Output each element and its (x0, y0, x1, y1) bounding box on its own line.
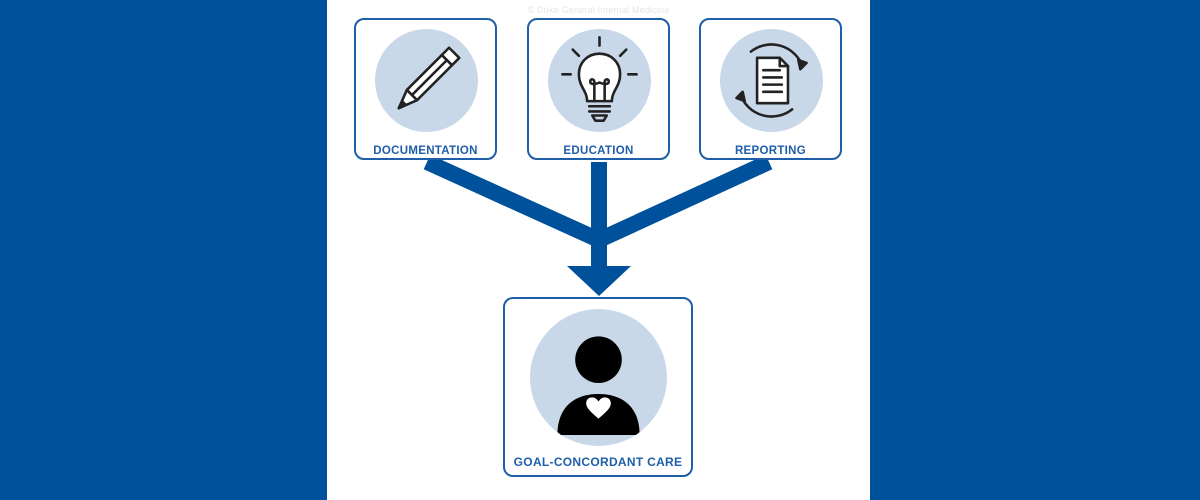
copyright-watermark: © Duke General Internal Medicine (527, 5, 670, 15)
arrowhead (567, 266, 631, 296)
reporting-label: REPORTING (734, 145, 807, 157)
arrow-from-documentation (423, 154, 603, 248)
diagram-canvas: © Duke General Internal Medicine DOCUMEN… (327, 0, 870, 500)
reporting-node: REPORTING (699, 18, 842, 160)
education-icon-circle (548, 29, 651, 132)
arrow-from-reporting (595, 154, 773, 248)
education-node: EDUCATION (527, 18, 670, 160)
education-label: EDUCATION (563, 145, 634, 157)
goal-concordant-care-node: GOAL-CONCORDANT CARE (503, 297, 693, 477)
person-heart-icon (557, 336, 640, 436)
goal-icon-circle (530, 309, 667, 446)
documentation-label: DOCUMENTATION (373, 145, 478, 157)
converging-arrows (423, 154, 773, 296)
documentation-icon-circle (375, 29, 478, 132)
lightbulb-icon (561, 35, 638, 122)
goal-concordant-care-label: GOAL-CONCORDANT CARE (513, 455, 683, 469)
document-cycle-icon (735, 43, 808, 118)
documentation-node: DOCUMENTATION (354, 18, 497, 160)
pencil-icon (397, 46, 461, 110)
reporting-icon-circle (720, 29, 823, 132)
